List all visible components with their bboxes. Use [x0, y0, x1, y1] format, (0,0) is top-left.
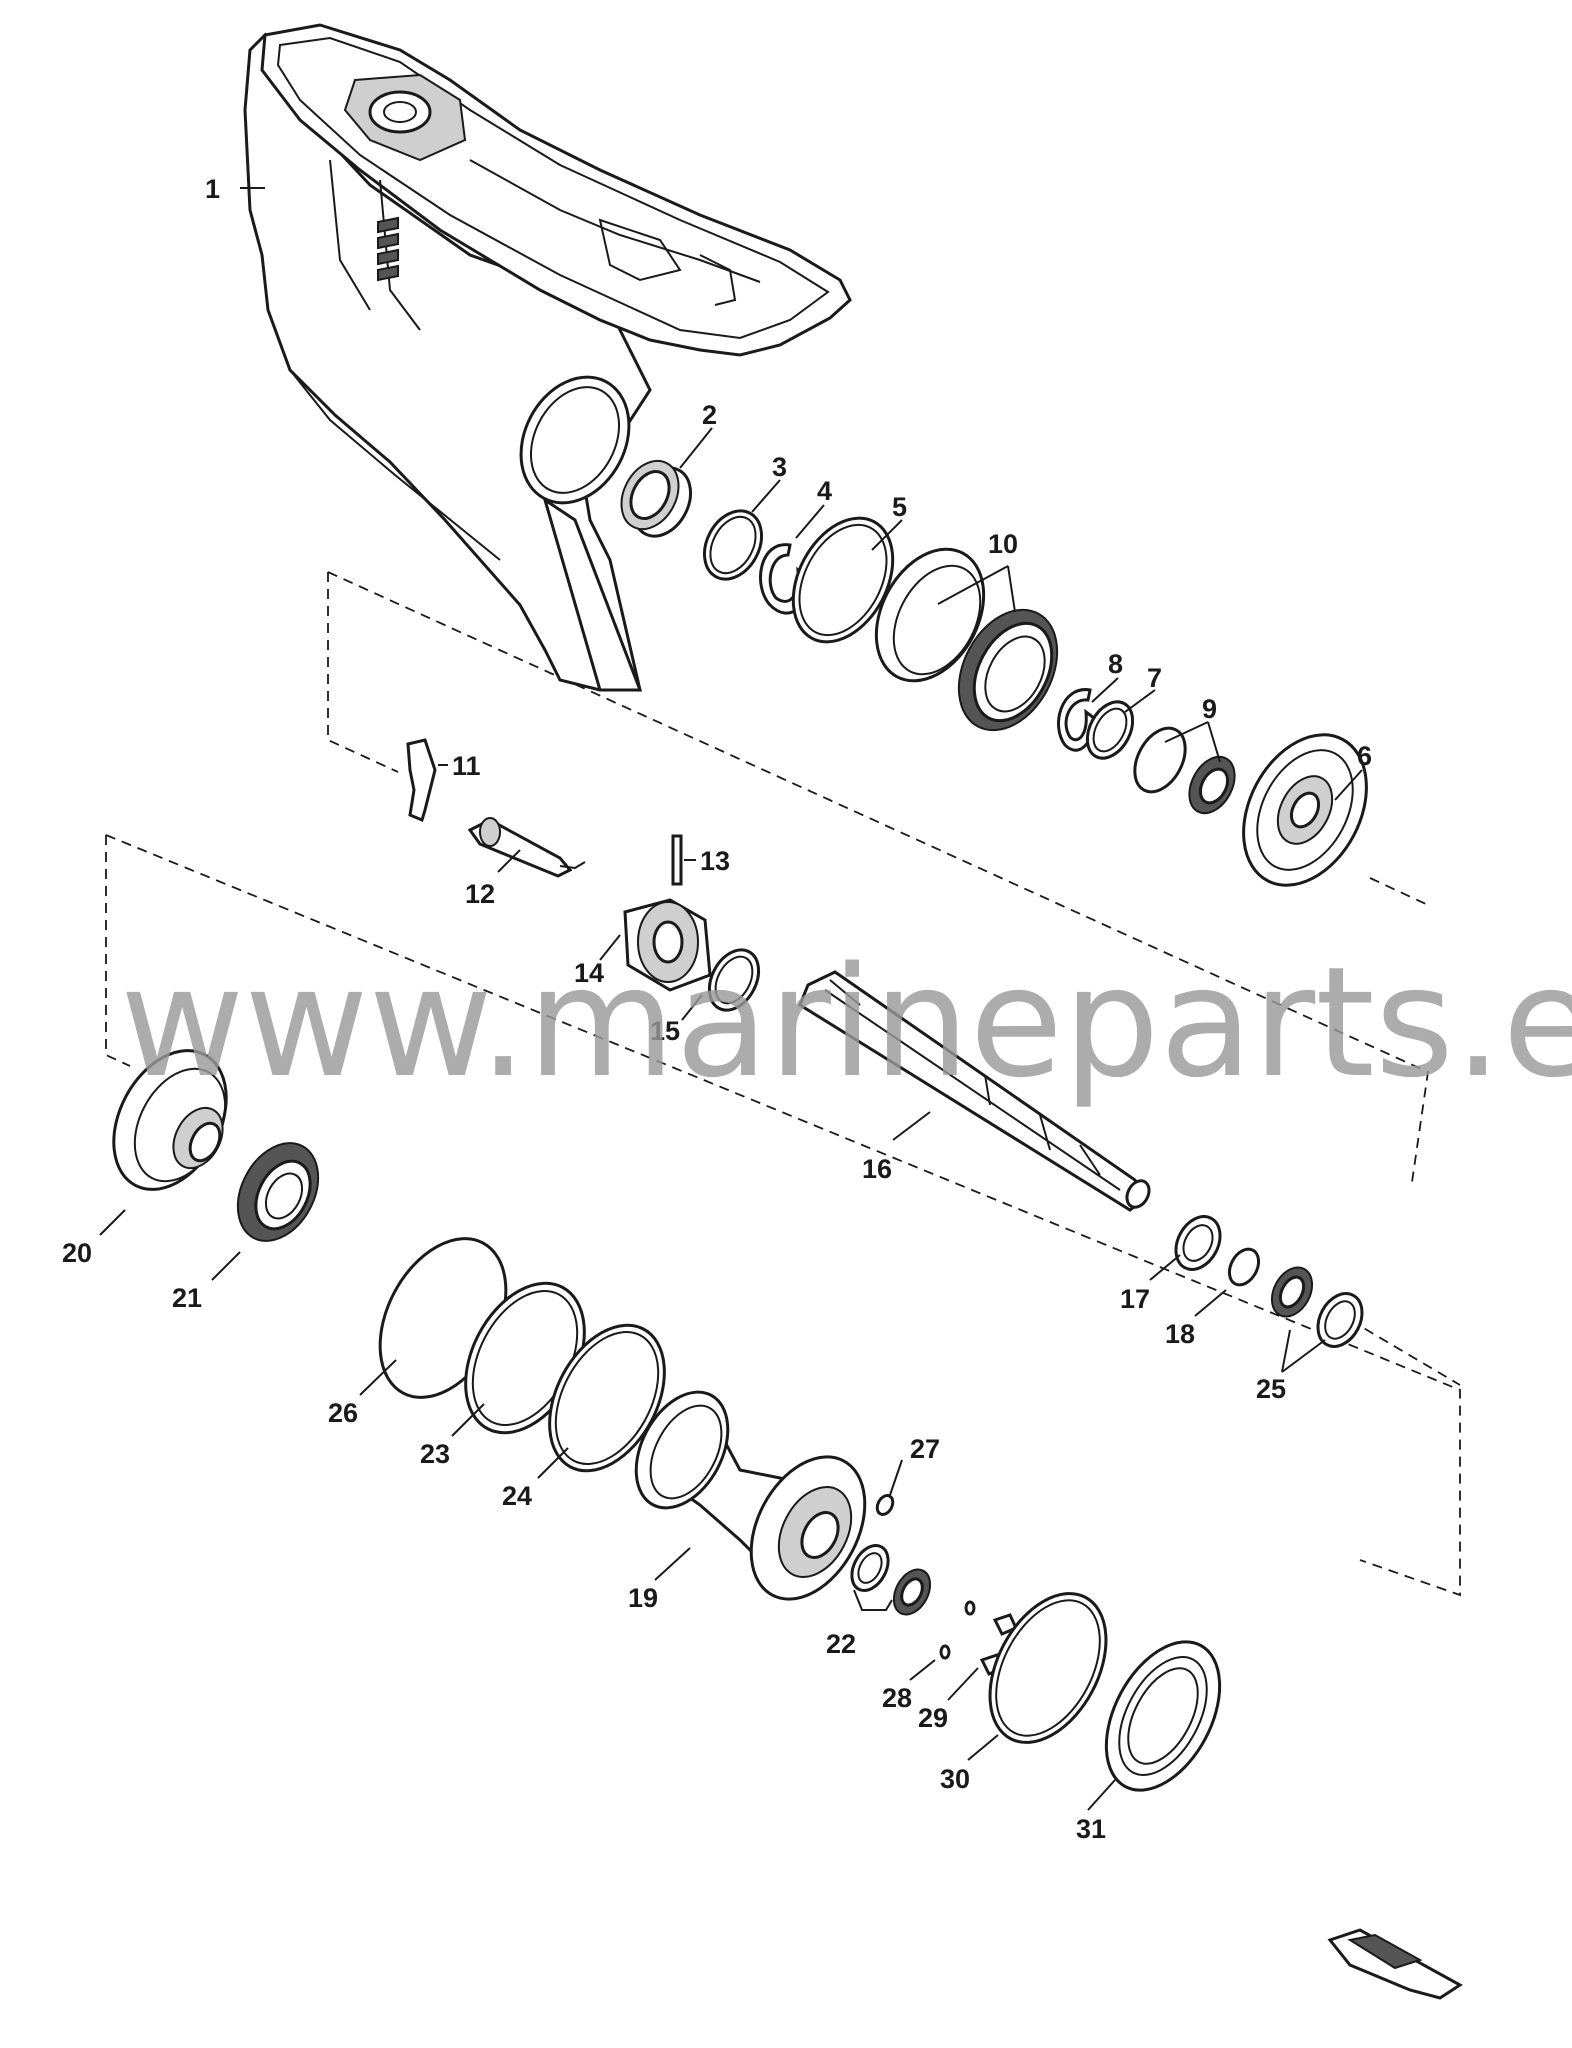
callout-31: 31	[1076, 1814, 1106, 1844]
part-11-shift-bracket	[406, 738, 437, 823]
part-13-pin	[671, 834, 683, 886]
callout-23: 23	[420, 1439, 450, 1469]
callout-26: 26	[328, 1398, 358, 1428]
callout-18: 18	[1165, 1319, 1195, 1349]
part-6-reverse-gear	[1242, 733, 1368, 887]
part-10-tapered-bearing	[874, 547, 1059, 732]
part-20-forward-gear	[112, 1049, 228, 1191]
callout-17: 17	[1120, 1284, 1150, 1314]
callout-4: 4	[817, 476, 832, 506]
part-9-bearing	[1133, 726, 1236, 815]
part-3-o-ring	[702, 509, 764, 581]
part-2-bearing-sleeve	[620, 459, 693, 538]
callout-15: 15	[650, 1016, 680, 1046]
gear-housing-part	[243, 23, 852, 692]
callout-21: 21	[172, 1283, 202, 1313]
part-19-bearing-carrier	[634, 1390, 867, 1601]
part-17-sleeve	[1174, 1215, 1222, 1271]
part-18-washer	[1227, 1247, 1261, 1287]
watermark: www.marineparts.eu	[120, 934, 1572, 1111]
callout-8: 8	[1108, 649, 1123, 679]
callout-14: 14	[574, 958, 604, 988]
callout-13: 13	[700, 846, 730, 876]
callout-7: 7	[1147, 663, 1162, 693]
callout-24: 24	[502, 1481, 532, 1511]
part-31-retainer-nut	[1104, 1640, 1222, 1792]
part-28-washer	[964, 1600, 976, 1616]
callout-28: 28	[882, 1683, 912, 1713]
leader-lines	[99, 187, 1363, 1811]
callout-29: 29	[918, 1703, 948, 1733]
part-12-shift-shaft	[467, 817, 586, 878]
callout-9: 9	[1202, 694, 1217, 724]
callout-11: 11	[452, 751, 481, 781]
part-21-bearing	[236, 1142, 320, 1242]
assembly-group-outline-upper	[327, 571, 1429, 1183]
callout-10: 10	[988, 529, 1018, 559]
part-27-pin	[875, 1494, 895, 1516]
assembly-group-outline-lower	[105, 834, 1461, 1597]
part-7-washer	[1085, 700, 1135, 760]
part-30-tab-washer	[988, 1592, 1108, 1744]
callout-16: 16	[862, 1154, 892, 1184]
callout-20: 20	[62, 1238, 92, 1268]
part-22-oil-seals	[850, 1544, 932, 1616]
callout-27: 27	[910, 1434, 940, 1464]
callout-6: 6	[1357, 741, 1372, 771]
part-25-oil-seals	[1270, 1266, 1364, 1348]
callout-30: 30	[940, 1764, 970, 1794]
callout-1: 1	[205, 174, 220, 204]
part-14-clutch	[623, 898, 712, 992]
callout-5: 5	[892, 492, 907, 522]
callout-2: 2	[702, 400, 717, 430]
part-16-propeller-shaft	[798, 970, 1151, 1212]
callout-12: 12	[465, 879, 495, 909]
callout-22: 22	[826, 1629, 856, 1659]
callout-19: 19	[628, 1583, 658, 1613]
callout-25: 25	[1256, 1374, 1286, 1404]
callout-3: 3	[772, 452, 787, 482]
boat-reference-icon	[1327, 1928, 1463, 2000]
part-15-retainer-ring	[707, 948, 761, 1012]
